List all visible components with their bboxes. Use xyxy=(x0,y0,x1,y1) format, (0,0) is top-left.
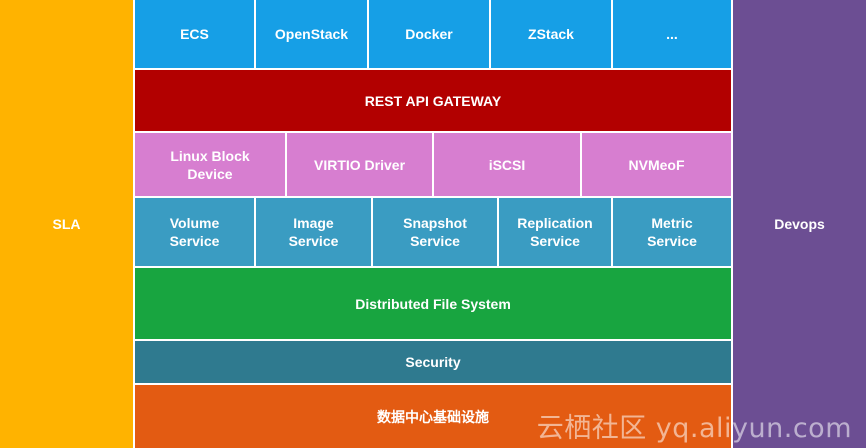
service-volume: Volume Service xyxy=(135,198,254,266)
driver-iscsi: iSCSI xyxy=(434,133,580,196)
sla-band: SLA xyxy=(0,0,133,448)
service-metric: Metric Service xyxy=(613,198,731,266)
platform-docker: Docker xyxy=(369,0,489,68)
service-image: Image Service xyxy=(256,198,371,266)
watermark: 云栖社区 yq.aliyun.com xyxy=(536,413,852,444)
datacenter-infrastructure: 数据中心基础设施 xyxy=(135,385,731,448)
driver-nvmeof: NVMeoF xyxy=(582,133,731,196)
devops-band: Devops xyxy=(733,0,866,448)
platform-zstack: ZStack xyxy=(491,0,611,68)
platform-ecs: ECS xyxy=(135,0,254,68)
rest-api-gateway: REST API GATEWAY xyxy=(135,70,731,131)
service-snapshot: Snapshot Service xyxy=(373,198,497,266)
platform-openstack: OpenStack xyxy=(256,0,367,68)
service-replication: Replication Service xyxy=(499,198,611,266)
driver-virtio: VIRTIO Driver xyxy=(287,133,432,196)
driver-linux-block-device: Linux Block Device xyxy=(135,133,285,196)
platform-more: ... xyxy=(613,0,731,68)
security-layer: Security xyxy=(135,341,731,383)
distributed-file-system: Distributed File System xyxy=(135,268,731,339)
